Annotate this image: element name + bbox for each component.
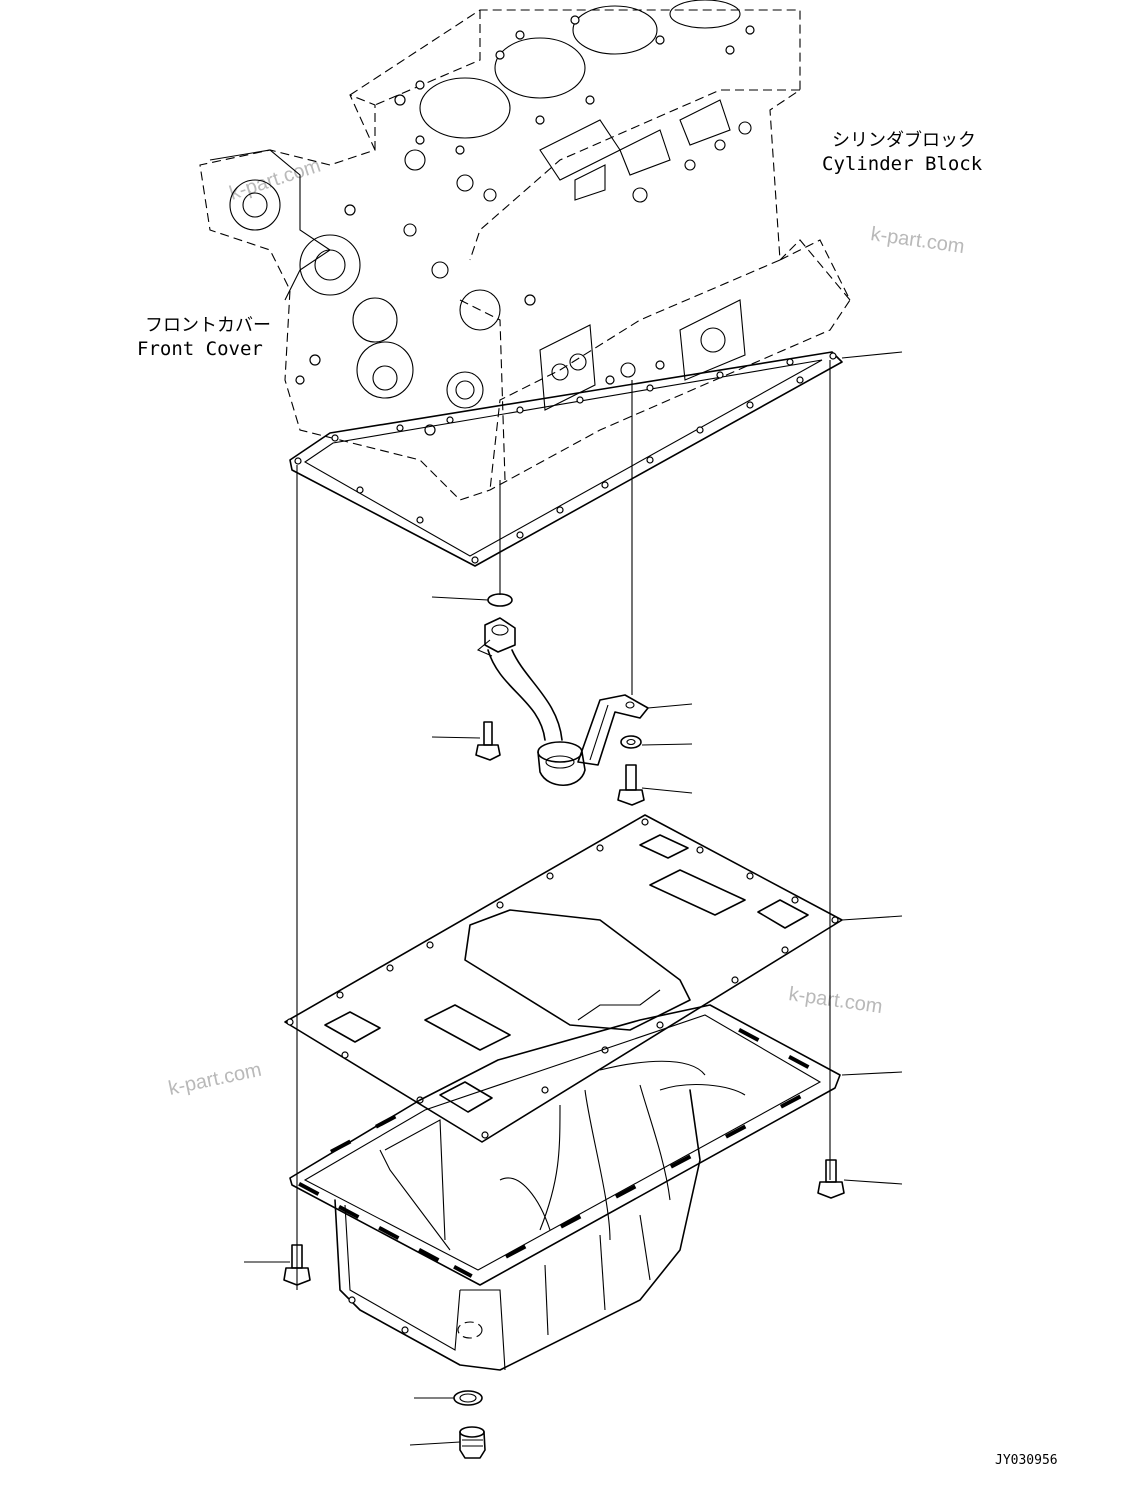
watermark-4: k-part.com — [166, 1059, 263, 1100]
watermark-3: k-part.com — [787, 983, 884, 1018]
bolt-bracket — [617, 764, 645, 806]
drain-gasket — [453, 1390, 483, 1406]
bolt-pan-right — [817, 1159, 845, 1199]
washer — [620, 735, 642, 749]
oil-pan — [289, 1004, 841, 1371]
front-cover-label-jp: フロントカバー — [145, 315, 271, 336]
baffle-plate — [284, 814, 843, 1143]
o-ring-upper — [487, 593, 513, 607]
oil-suction-pipe — [476, 617, 649, 786]
drawing-code: JY030956 — [995, 1453, 1058, 1468]
alignment-lines — [296, 360, 831, 1290]
bolt-pipe-left — [475, 721, 501, 761]
front-cover-label-en: Front Cover — [137, 338, 263, 360]
watermark-2: k-part.com — [869, 223, 966, 258]
upper-gasket — [289, 351, 843, 567]
bolt-pan-left — [283, 1244, 311, 1286]
cylinder-block-drawing — [199, 0, 851, 501]
watermark-1: k-part.com — [227, 155, 324, 205]
drain-plug — [459, 1426, 486, 1459]
leader-lines — [244, 351, 903, 1446]
cylinder-block-label-en: Cylinder Block — [822, 153, 983, 175]
cylinder-block-label-jp: シリンダブロック — [832, 129, 976, 151]
